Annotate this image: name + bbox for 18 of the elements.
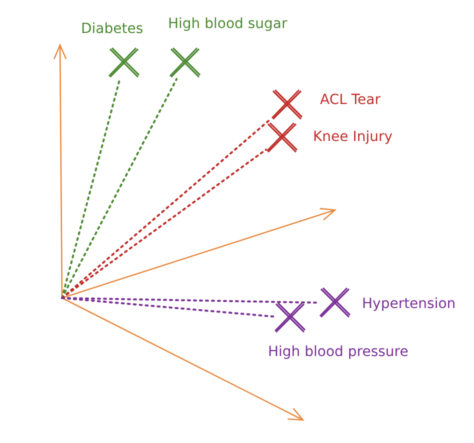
dotted-line (61, 78, 121, 299)
dotted-line (61, 297, 320, 304)
mark-label: ACL Tear (320, 92, 380, 109)
cross-mark (274, 302, 306, 334)
cross-mark (108, 47, 140, 79)
dotted-line (61, 297, 275, 318)
cross-mark (319, 287, 351, 319)
cross-mark (266, 122, 298, 154)
mark-label: Diabetes (81, 21, 144, 38)
mark-label: High blood sugar (168, 16, 288, 33)
cross-mark (271, 89, 303, 121)
mark-label: Hypertension (362, 296, 456, 313)
cross-mark (169, 47, 201, 79)
mark-label: High blood pressure (268, 344, 408, 361)
dotted-line (61, 148, 267, 299)
dotted-line (61, 118, 272, 299)
mark-label: Knee Injury (313, 129, 393, 146)
dotted-line (61, 78, 178, 299)
